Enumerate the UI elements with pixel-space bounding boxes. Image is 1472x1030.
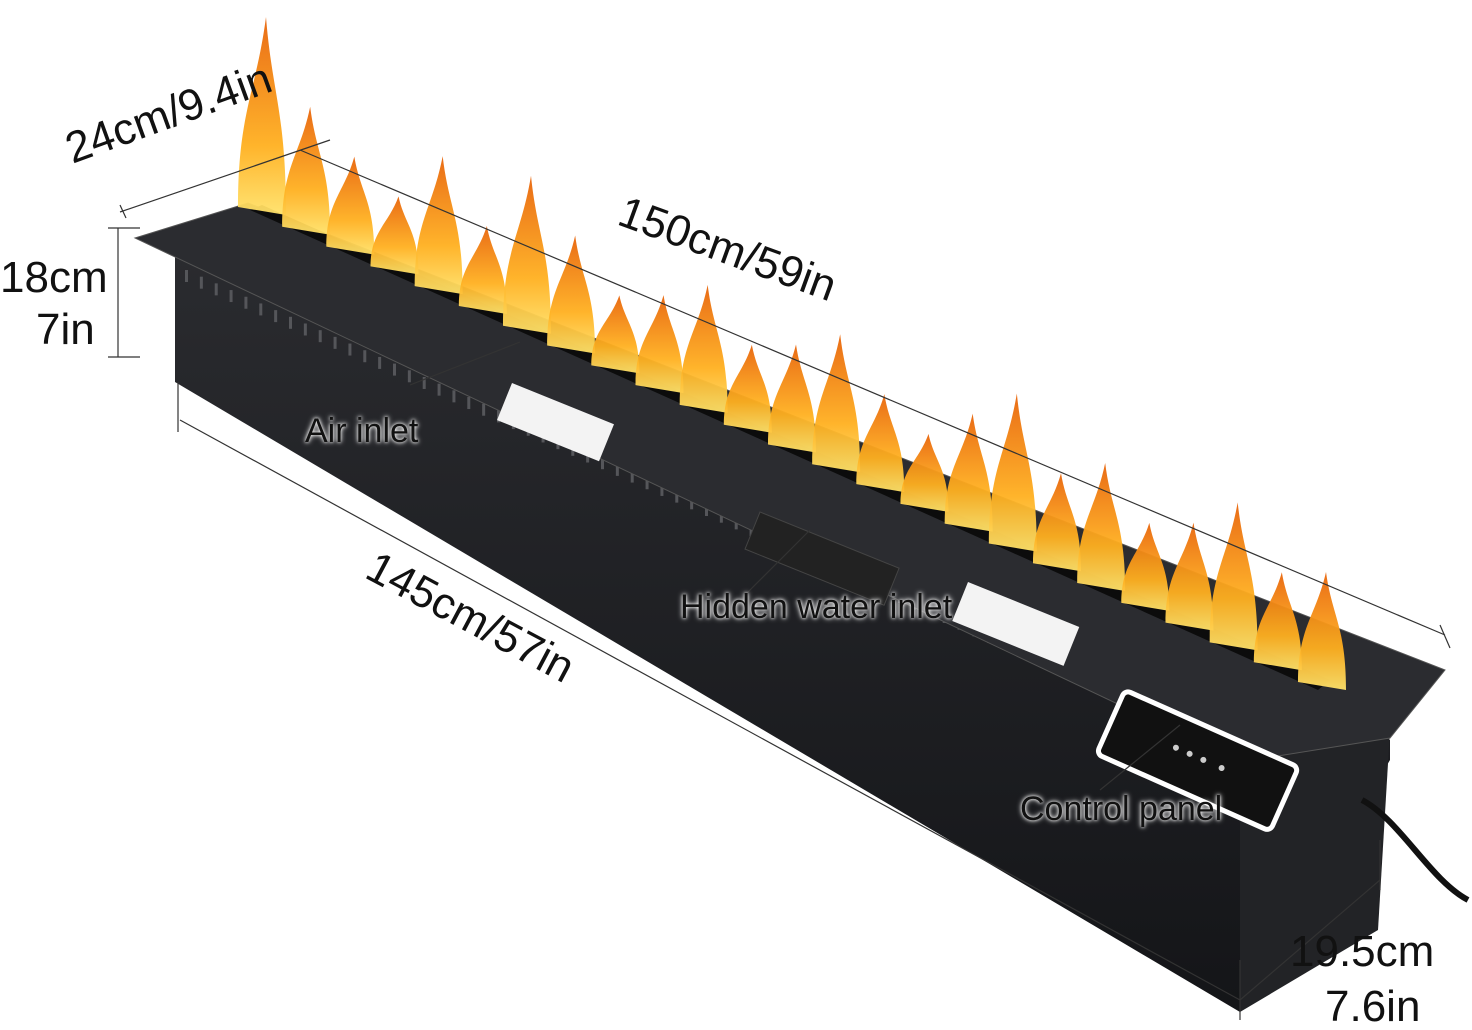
warning-sticker [497, 383, 614, 462]
control-panel-callout: Control panel [1020, 790, 1223, 828]
vent-slot [497, 410, 500, 423]
vent-slot [274, 310, 278, 323]
vent-slot [259, 303, 263, 316]
warning-sticker [952, 582, 1080, 666]
water-inlet-callout: Hidden water inlet [680, 588, 953, 626]
depth-body-cm-label: 19.5cm [1290, 927, 1435, 976]
water-inlet-cover [744, 511, 900, 606]
flame [856, 394, 905, 493]
vent-slot [467, 397, 471, 410]
vent-slot [645, 477, 649, 490]
flame [944, 413, 993, 532]
vent-slot [705, 504, 708, 516]
flame [547, 235, 596, 354]
vent-slot [615, 463, 619, 476]
flame [1033, 473, 1081, 572]
vent-slot [363, 350, 367, 363]
dimension-lines [108, 139, 1451, 1020]
flame [370, 196, 419, 275]
vent-slot [482, 403, 486, 416]
flame [238, 17, 286, 215]
front-face [175, 255, 1390, 1012]
vent-slot [407, 370, 411, 383]
vent-slot [601, 457, 604, 470]
air-inlet-callout: Air inlet [305, 412, 419, 450]
vent-slot [333, 336, 337, 349]
flame [282, 106, 331, 235]
flame [812, 334, 861, 473]
vent-slot [378, 356, 382, 369]
flame [635, 295, 684, 394]
power-cord [1360, 797, 1470, 903]
flame [988, 393, 1037, 552]
flame [591, 295, 640, 374]
flame [1077, 463, 1126, 592]
flame [723, 344, 772, 433]
vent-slot [244, 296, 248, 309]
vent-slot [719, 510, 723, 523]
vent-slot [303, 323, 307, 336]
vent-slot [393, 363, 396, 376]
vent-slot [289, 316, 292, 329]
control-panel-display [1095, 689, 1300, 832]
vent-slot [437, 383, 441, 396]
flame [1298, 572, 1346, 690]
flame [503, 175, 551, 334]
vent-slot [214, 283, 218, 296]
flame [1253, 572, 1302, 671]
top-plate [133, 202, 1446, 763]
vent-slot [452, 390, 456, 403]
flame [1165, 522, 1214, 631]
vent-slot [229, 290, 233, 303]
flame [458, 225, 507, 314]
vent-slot [660, 483, 664, 496]
flame [326, 156, 375, 255]
flame [900, 433, 949, 512]
flame [414, 156, 463, 295]
flame [1209, 502, 1258, 651]
vent-slot [199, 276, 203, 289]
vent-slot [318, 330, 322, 343]
vent-slot [422, 376, 426, 389]
height-in-label: 7in [36, 305, 95, 354]
vent-slot [630, 470, 634, 483]
flame [679, 284, 728, 413]
depth-body-in-label: 7.6in [1325, 982, 1421, 1030]
height-cm-label: 18cm [0, 253, 108, 302]
flames [238, 17, 1346, 690]
vent-slot [675, 490, 679, 503]
vent-slot [690, 497, 694, 510]
flame [768, 344, 816, 453]
flame [1121, 522, 1170, 611]
vent-slot [348, 343, 352, 356]
vent-slot [185, 270, 188, 282]
